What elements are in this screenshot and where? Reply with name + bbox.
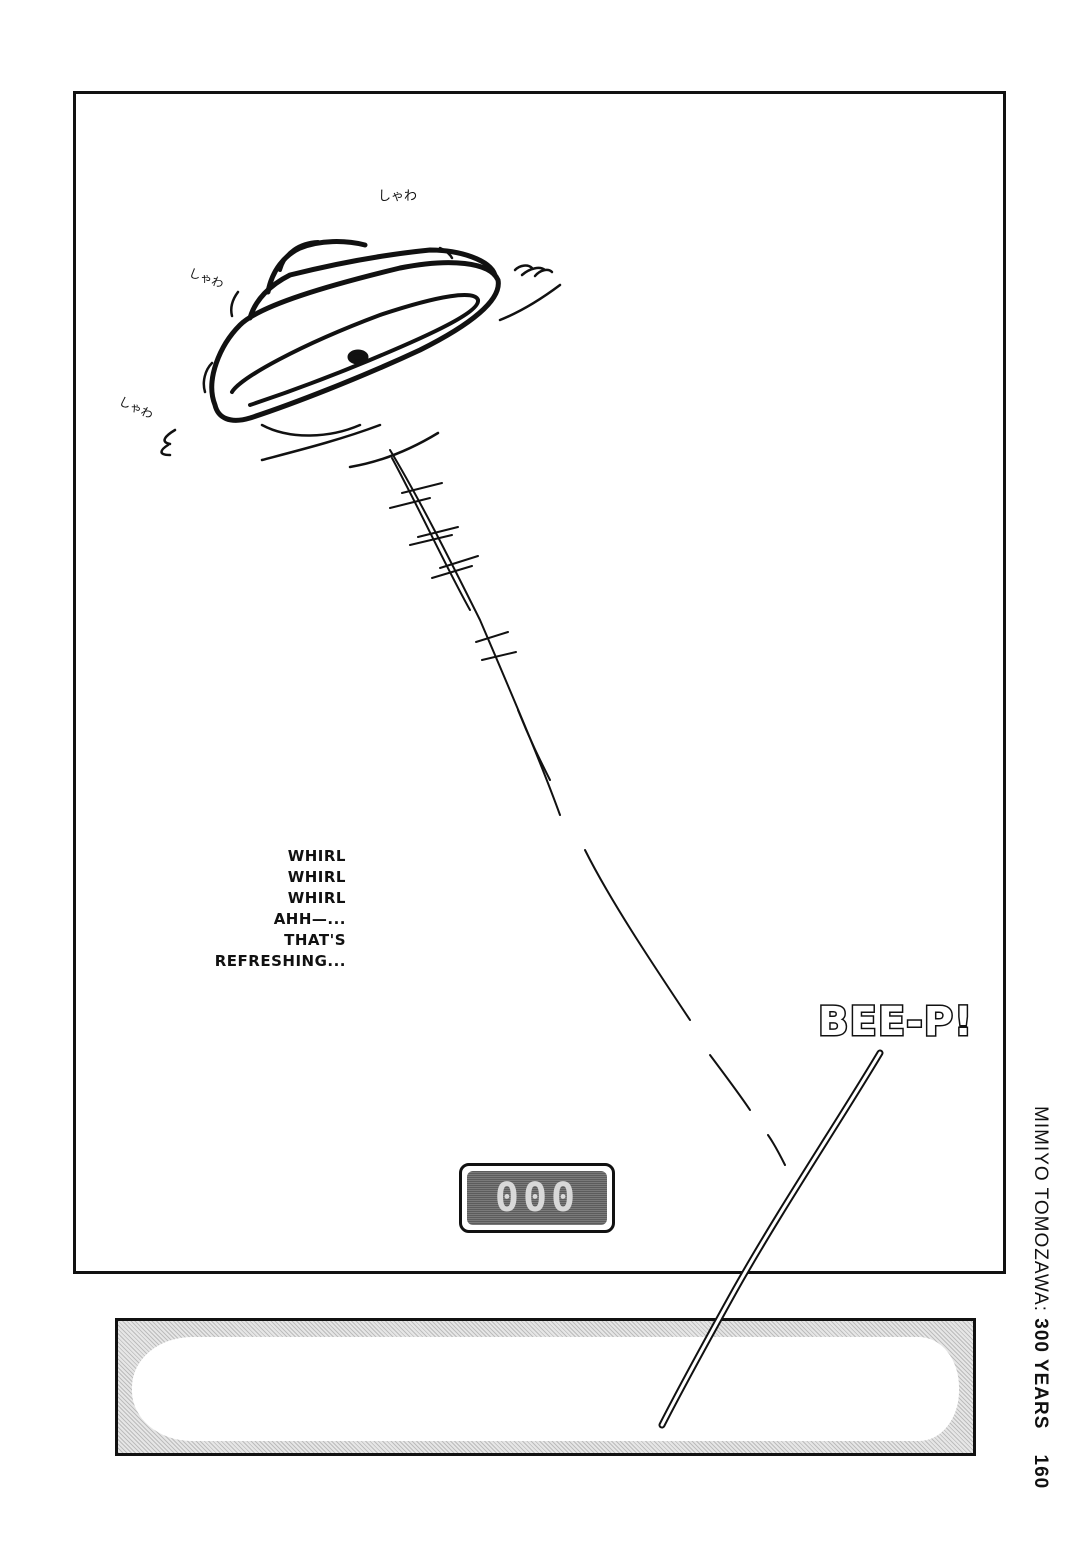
dialogue-line: WHIRL: [287, 868, 346, 886]
dialogue-line: WHIRL: [287, 889, 346, 907]
series-title: MIMIYO TOMOZAWA:: [1030, 1106, 1051, 1312]
dialogue-text: WHIRL WHIRL WHIRL AHH—... THAT'S REFRESH…: [196, 846, 346, 972]
sfx-shuwa-left: しゃわ: [187, 266, 226, 291]
dialogue-line: AHH—...: [273, 910, 346, 928]
digital-display: 000: [459, 1163, 615, 1233]
sfx-shuwa-bottom: しゃわ: [117, 394, 156, 422]
page-number: 160: [1030, 1454, 1051, 1490]
ufo-icon: [209, 239, 501, 423]
series-subtitle: 300 YEARS: [1030, 1318, 1051, 1430]
dialogue-line: REFRESHING...: [214, 952, 346, 970]
sfx-shuwa-top: しゃわ: [378, 189, 417, 204]
page-footer: MIMIYO TOMOZAWA: 300 YEARS 160: [1020, 1106, 1060, 1546]
main-panel: [73, 91, 1006, 1274]
dialogue-line: WHIRL: [287, 847, 346, 865]
display-value: 000: [467, 1171, 607, 1225]
beep-sfx: BEE-P!: [817, 998, 974, 1047]
dialogue-line: THAT'S: [284, 931, 346, 949]
bottom-panel-bowl: [132, 1337, 959, 1441]
bottom-panel: [115, 1318, 976, 1456]
